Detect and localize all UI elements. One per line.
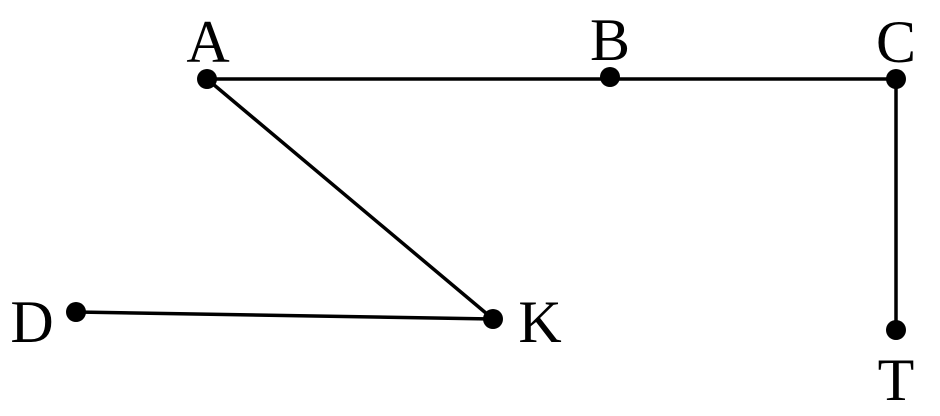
label-c: C bbox=[876, 9, 916, 75]
segment-dk bbox=[74, 310, 495, 321]
point-d bbox=[66, 302, 86, 322]
label-d: D bbox=[10, 289, 53, 355]
label-k: K bbox=[518, 289, 561, 355]
point-b bbox=[600, 67, 620, 87]
labels: A B C D K T bbox=[10, 7, 916, 413]
point-k bbox=[483, 309, 503, 329]
nodes bbox=[66, 67, 906, 340]
label-b: B bbox=[590, 7, 630, 73]
label-t: T bbox=[878, 347, 915, 413]
edges bbox=[74, 77, 898, 332]
segment-ak bbox=[205, 77, 495, 321]
point-a bbox=[197, 69, 217, 89]
point-t bbox=[886, 320, 906, 340]
point-c bbox=[886, 69, 906, 89]
label-a: A bbox=[186, 9, 229, 75]
